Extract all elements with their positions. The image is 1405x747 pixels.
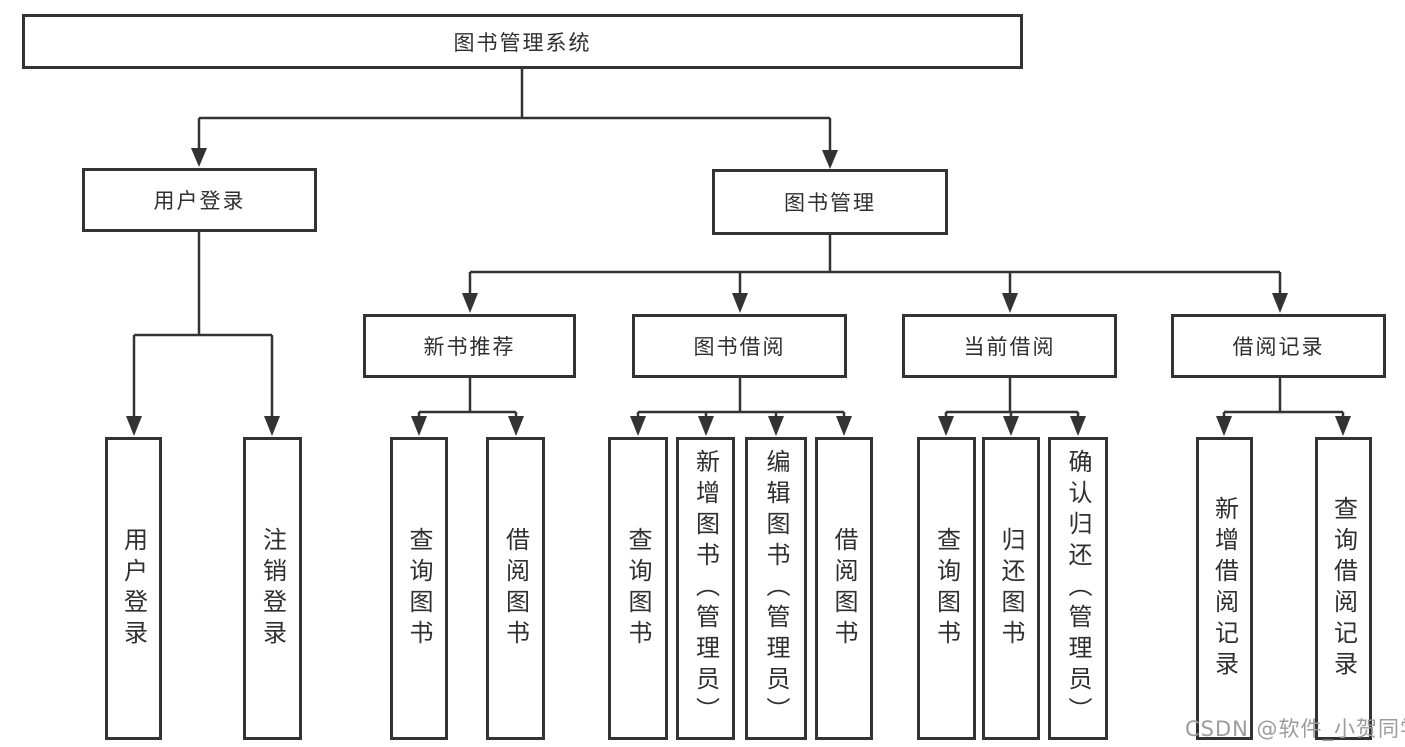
- connector-records-to-leaves: [1216, 378, 1351, 436]
- node-user-login: 用户登录: [82, 168, 317, 232]
- leaf-borrow-books-borrow: 借阅图书: [815, 437, 873, 740]
- leaf-query-books-recommend: 查询图书: [390, 437, 448, 740]
- leaf-edit-book-admin: 编辑图书（管理员）: [745, 437, 807, 740]
- node-book-management: 图书管理: [712, 169, 948, 235]
- node-library-system: 图书管理系统: [22, 14, 1023, 69]
- leaf-query-books-current: 查询图书: [917, 437, 976, 740]
- connector-userlogin-to-leaves: [126, 231, 280, 436]
- leaf-query-books-borrow: 查询图书: [608, 437, 668, 740]
- connector-current-to-leaves: [938, 378, 1086, 436]
- connector-bookborrow-to-leaves: [630, 378, 852, 436]
- node-new-book-recommendation: 新书推荐: [363, 314, 576, 378]
- leaf-add-book-admin: 新增图书（管理员）: [676, 437, 735, 740]
- connector-bookmgmt-to-level3: [462, 234, 1288, 313]
- leaf-return-book: 归还图书: [982, 437, 1040, 740]
- node-book-borrowing: 图书借阅: [632, 314, 847, 378]
- connector-root-to-level2: [191, 69, 838, 169]
- leaf-add-borrow-record: 新增借阅记录: [1196, 437, 1253, 740]
- leaf-confirm-return-admin: 确认归还（管理员）: [1048, 437, 1108, 740]
- leaf-query-borrow-record: 查询借阅记录: [1315, 437, 1372, 740]
- leaf-borrow-books-recommend: 借阅图书: [486, 437, 545, 740]
- watermark: CSDN @软件_小贺同学: [1185, 717, 1405, 741]
- node-current-borrowing: 当前借阅: [902, 314, 1117, 378]
- node-borrowing-records: 借阅记录: [1171, 314, 1386, 378]
- leaf-logout: 注销登录: [243, 437, 302, 740]
- leaf-user-login: 用户登录: [105, 437, 162, 740]
- connector-newbook-to-leaves: [411, 378, 524, 436]
